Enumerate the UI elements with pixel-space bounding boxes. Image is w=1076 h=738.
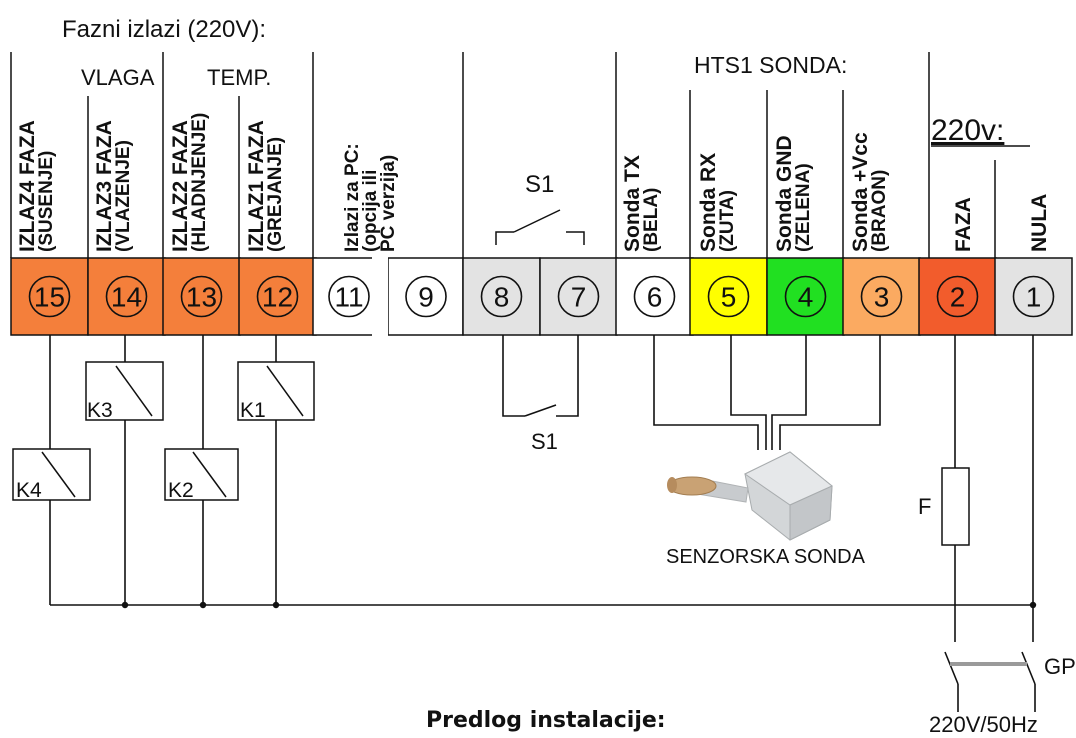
terminal-ring-11 [328, 275, 370, 318]
terminal-number-9: 9 [418, 282, 434, 313]
terminal-number-2: 2 [950, 282, 966, 313]
terminal-box-5 [689, 257, 768, 336]
terminal-ring-12 [256, 275, 299, 318]
fuse-label: F [918, 494, 931, 519]
switch-s1-bottom-label: S1 [531, 429, 558, 454]
terminal-ring-13 [180, 275, 223, 318]
terminal-number-4: 4 [798, 282, 814, 313]
terminal-ring-7 [557, 275, 600, 318]
col3-line2: (BRAON) [869, 170, 890, 252]
col15-line1: IZLAZ4 FAZA [16, 120, 39, 252]
terminal-strip: 15 14 13 12 11 9 8 7 6 5 4 3 2 1 [10, 256, 1073, 337]
col4-line1: Sonda GND [773, 135, 796, 252]
col1-label: NULA [1028, 194, 1051, 252]
col6-line2: (BELA) [641, 188, 662, 252]
col12-line1: IZLAZ1 FAZA [245, 120, 268, 252]
col13-line1: IZLAZ2 FAZA [169, 120, 192, 252]
relay-k1-label: K1 [240, 399, 266, 422]
relay-k1 [237, 361, 315, 421]
terminal-number-1: 1 [1026, 282, 1042, 313]
terminal-box-3 [842, 257, 921, 336]
main-switch-label: GP [1044, 654, 1076, 679]
terminal-ring-3 [860, 275, 903, 318]
col11-line2: (opcija ili [360, 170, 381, 252]
relay-k4-label: K4 [16, 479, 42, 502]
col11-line3: PC verzija) [378, 155, 399, 252]
terminal-box-9 [387, 257, 464, 336]
terminal-ring-6 [633, 275, 676, 318]
terminal-number-5: 5 [721, 282, 737, 313]
terminal-number-6: 6 [647, 282, 663, 313]
col4-line2: (ZELENA) [793, 163, 814, 252]
terminal-ring-5 [707, 275, 750, 318]
col5-line1: Sonda RX [697, 153, 720, 252]
terminal-box-8 [462, 257, 541, 336]
column-labels: IZLAZ4 FAZA (SUSENJE) IZLAZ3 FAZA (VLAZE… [16, 113, 1051, 252]
col12-line2: (GREJANJE) [265, 137, 286, 252]
strip-break [372, 256, 388, 337]
col14-line2: (VLAZENJE) [113, 140, 134, 252]
col11-line1: Izlazi za PC: [342, 143, 363, 252]
col2-label: FAZA [952, 197, 975, 252]
vlaga-label: VLAGA [81, 65, 155, 90]
terminal-ring-15 [28, 275, 71, 318]
terminal-number-8: 8 [494, 282, 510, 313]
col5-line2: (ZUTA) [717, 190, 738, 252]
mains-label: 220V/50Hz [929, 712, 1038, 737]
phase-outputs-title: Fazni izlazi (220V): [62, 16, 266, 43]
col3-line1: Sonda +Vcc [849, 132, 872, 252]
terminal-ring-9 [405, 275, 447, 318]
terminal-box-12 [238, 257, 317, 336]
fuse [941, 467, 970, 546]
terminal-ring-4 [784, 275, 827, 318]
terminal-number-14: 14 [111, 282, 142, 313]
col15-line2: (SUSENJE) [36, 151, 57, 252]
col13-line2: (HLADNJENJE) [189, 113, 210, 252]
terminal-number-3: 3 [874, 282, 890, 313]
relay-k3-label: K3 [87, 399, 113, 422]
terminal-box-1 [994, 257, 1073, 336]
terminal-ring-1 [1012, 275, 1055, 318]
temp-label: TEMP. [207, 65, 271, 90]
power-label: 220v: [931, 114, 1004, 147]
relay-k2 [164, 448, 239, 501]
sensor-probe-image [667, 451, 833, 541]
terminal-number-15: 15 [34, 282, 65, 313]
footer-title: Predlog instalacije: [426, 708, 666, 733]
terminal-ring-14 [105, 275, 148, 318]
terminal-box-11 [312, 257, 374, 336]
junction-dots [121, 601, 1037, 609]
terminal-number-7: 7 [571, 282, 587, 313]
col14-line1: IZLAZ3 FAZA [93, 120, 116, 252]
terminal-number-12: 12 [262, 282, 293, 313]
terminal-number-13: 13 [186, 282, 217, 313]
relay-k3 [85, 361, 164, 421]
switch-s1-top-label: S1 [525, 171, 554, 198]
column-dividers [10, 52, 996, 258]
terminal-ring-2 [936, 275, 979, 318]
col6-line1: Sonda TX [621, 155, 644, 252]
wiring [49, 335, 1036, 712]
terminal-box-6 [615, 257, 694, 336]
relay-k4 [12, 448, 91, 501]
hts1-label: HTS1 SONDA: [694, 52, 847, 78]
switch-s1-top [495, 209, 585, 245]
terminal-box-13 [162, 257, 241, 336]
terminal-box-14 [87, 257, 166, 336]
sensor-label: SENZORSKA SONDA [666, 546, 866, 568]
terminal-ring-8 [480, 275, 523, 318]
relay-k2-label: K2 [168, 479, 194, 502]
terminal-number-11: 11 [334, 282, 363, 313]
